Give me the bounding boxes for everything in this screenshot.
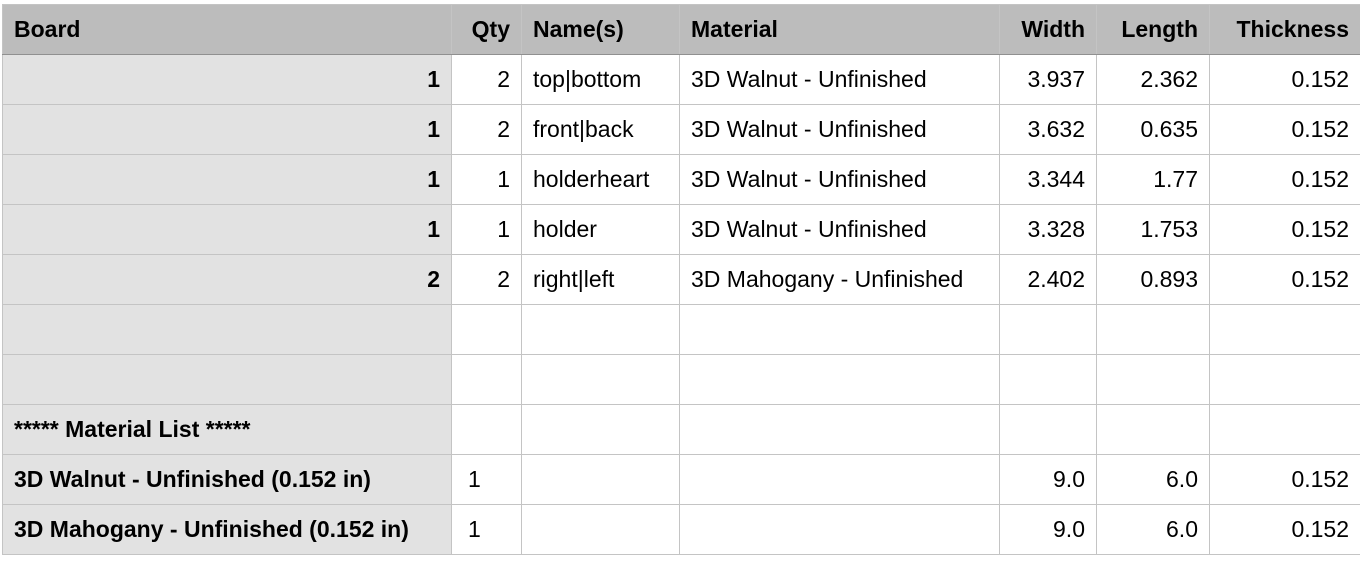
cell-names[interactable]: holder [521, 204, 680, 255]
cell-names[interactable] [521, 504, 680, 555]
cell-thickness[interactable]: 0.152 [1209, 504, 1360, 555]
cell-width[interactable]: 3.632 [999, 104, 1097, 155]
cell-names[interactable] [521, 454, 680, 505]
cut-list-spreadsheet: Board Qty Name(s) Material Width Length … [2, 4, 1360, 555]
cell-qty[interactable]: 1 [451, 154, 522, 205]
cell-names[interactable] [521, 304, 680, 355]
material-list-title[interactable]: ***** Material List ***** [2, 404, 452, 455]
material-label[interactable]: 3D Walnut - Unfinished (0.152 in) [2, 454, 452, 505]
cell-length[interactable]: 2.362 [1096, 54, 1210, 105]
cell-thickness[interactable]: 0.152 [1209, 154, 1360, 205]
cell-board[interactable]: 1 [2, 104, 452, 155]
column-header-names[interactable]: Name(s) [521, 4, 680, 55]
cell-qty[interactable]: 1 [451, 504, 522, 555]
cell-material[interactable] [679, 404, 1000, 455]
cell-length[interactable]: 6.0 [1096, 454, 1210, 505]
cell-width[interactable] [999, 404, 1097, 455]
cell-length[interactable] [1096, 404, 1210, 455]
cell-thickness[interactable] [1209, 354, 1360, 405]
cell-board[interactable]: 2 [2, 254, 452, 305]
cell-width[interactable]: 3.328 [999, 204, 1097, 255]
column-header-length[interactable]: Length [1096, 4, 1210, 55]
column-header-qty[interactable]: Qty [451, 4, 522, 55]
cell-names[interactable]: front|back [521, 104, 680, 155]
cell-material[interactable] [679, 454, 1000, 505]
cell-width[interactable] [999, 354, 1097, 405]
cell-length[interactable]: 1.77 [1096, 154, 1210, 205]
cell-thickness[interactable] [1209, 304, 1360, 355]
material-list-row: 3D Walnut - Unfinished (0.152 in) 1 9.0 … [2, 454, 1360, 505]
cell-material[interactable] [679, 504, 1000, 555]
table-row: 1 1 holder 3D Walnut - Unfinished 3.328 … [2, 204, 1360, 255]
cell-material[interactable]: 3D Walnut - Unfinished [679, 154, 1000, 205]
cell-width[interactable]: 9.0 [999, 504, 1097, 555]
cell-thickness[interactable] [1209, 404, 1360, 455]
cell-width[interactable]: 3.344 [999, 154, 1097, 205]
cell-material[interactable]: 3D Walnut - Unfinished [679, 54, 1000, 105]
cell-qty[interactable]: 2 [451, 54, 522, 105]
cell-material[interactable]: 3D Walnut - Unfinished [679, 204, 1000, 255]
column-header-board[interactable]: Board [2, 4, 452, 55]
table-row: 2 2 right|left 3D Mahogany - Unfinished … [2, 254, 1360, 305]
column-header-thickness[interactable]: Thickness [1209, 4, 1360, 55]
cell-board[interactable]: 1 [2, 204, 452, 255]
cell-qty[interactable]: 2 [451, 254, 522, 305]
column-header-width[interactable]: Width [999, 4, 1097, 55]
cell-qty[interactable]: 1 [451, 454, 522, 505]
cell-thickness[interactable]: 0.152 [1209, 54, 1360, 105]
cell-width[interactable]: 9.0 [999, 454, 1097, 505]
material-list-title-row: ***** Material List ***** [2, 404, 1360, 455]
cell-board[interactable]: 1 [2, 154, 452, 205]
cell-thickness[interactable]: 0.152 [1209, 254, 1360, 305]
cell-qty[interactable] [451, 404, 522, 455]
cell-thickness[interactable]: 0.152 [1209, 204, 1360, 255]
cell-material[interactable] [679, 354, 1000, 405]
cell-names[interactable]: top|bottom [521, 54, 680, 105]
cell-qty[interactable]: 2 [451, 104, 522, 155]
cell-thickness[interactable]: 0.152 [1209, 104, 1360, 155]
cell-length[interactable]: 0.893 [1096, 254, 1210, 305]
cell-names[interactable]: right|left [521, 254, 680, 305]
cell-board[interactable] [2, 304, 452, 355]
cell-thickness[interactable]: 0.152 [1209, 454, 1360, 505]
cell-qty[interactable] [451, 304, 522, 355]
cell-length[interactable] [1096, 354, 1210, 405]
cell-material[interactable]: 3D Mahogany - Unfinished [679, 254, 1000, 305]
table-row: 1 1 holderheart 3D Walnut - Unfinished 3… [2, 154, 1360, 205]
header-row: Board Qty Name(s) Material Width Length … [2, 4, 1360, 55]
table-row-empty [2, 354, 1360, 405]
cell-board[interactable] [2, 354, 452, 405]
cell-names[interactable] [521, 404, 680, 455]
column-header-material[interactable]: Material [679, 4, 1000, 55]
cell-material[interactable] [679, 304, 1000, 355]
table-row-empty [2, 304, 1360, 355]
cell-width[interactable]: 3.937 [999, 54, 1097, 105]
cell-width[interactable]: 2.402 [999, 254, 1097, 305]
cell-width[interactable] [999, 304, 1097, 355]
cell-board[interactable]: 1 [2, 54, 452, 105]
material-list-row: 3D Mahogany - Unfinished (0.152 in) 1 9.… [2, 504, 1360, 555]
cell-qty[interactable]: 1 [451, 204, 522, 255]
cell-qty[interactable] [451, 354, 522, 405]
cell-length[interactable]: 0.635 [1096, 104, 1210, 155]
material-label[interactable]: 3D Mahogany - Unfinished (0.152 in) [2, 504, 452, 555]
cell-length[interactable]: 6.0 [1096, 504, 1210, 555]
cell-length[interactable] [1096, 304, 1210, 355]
cut-list-table: Board Qty Name(s) Material Width Length … [2, 4, 1360, 555]
table-row: 1 2 top|bottom 3D Walnut - Unfinished 3.… [2, 54, 1360, 105]
table-row: 1 2 front|back 3D Walnut - Unfinished 3.… [2, 104, 1360, 155]
cell-names[interactable] [521, 354, 680, 405]
cell-names[interactable]: holderheart [521, 154, 680, 205]
cell-length[interactable]: 1.753 [1096, 204, 1210, 255]
cell-material[interactable]: 3D Walnut - Unfinished [679, 104, 1000, 155]
